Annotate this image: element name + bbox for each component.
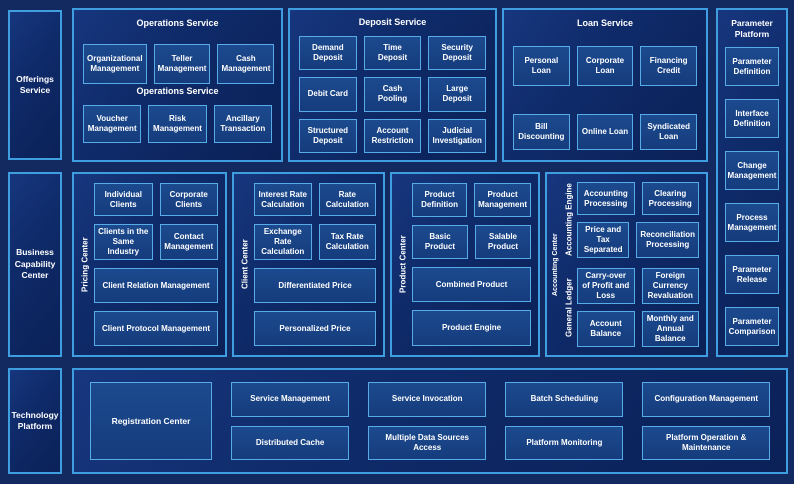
box-large-deposit: Large Deposit xyxy=(428,77,487,112)
box-distributed-cache: Distributed Cache xyxy=(231,425,350,460)
box-change-management: Change Management xyxy=(725,151,779,191)
operations-service-title: Operations Service xyxy=(136,18,219,28)
accounting-engine-group: Accounting Engine Accounting Processing … xyxy=(562,182,699,258)
box-rate-calculation: Rate Calculation xyxy=(318,183,376,217)
box-service-invocation: Service Invocation xyxy=(368,382,487,417)
accounting-center-label: Accounting Center xyxy=(552,233,559,296)
box-exchange-rate-calculation: Exchange Rate Calculation xyxy=(254,224,312,261)
box-risk-management: Risk Management xyxy=(148,105,207,144)
box-account-balance: Account Balance xyxy=(577,311,635,347)
box-individual-clients: Individual Clients xyxy=(94,183,153,217)
operations-service-subtitle: Operations Service xyxy=(136,85,219,96)
box-corporate-clients: Corporate Clients xyxy=(159,183,218,217)
box-parameter-comparison: Parameter Comparison xyxy=(725,307,779,346)
panel-product-center: Product Center Product Definition Produc… xyxy=(390,172,540,357)
box-security-deposit: Security Deposit xyxy=(428,35,487,71)
deposit-service-title: Deposit Service xyxy=(358,17,427,27)
box-service-management: Service Management xyxy=(231,382,350,417)
loan-service-title: Loan Service xyxy=(576,18,634,28)
box-syndicated-loan: Syndicated Loan xyxy=(640,114,698,150)
product-center-label: Product Center xyxy=(398,235,408,294)
rail-business-capability-center-label: Business Capability Center xyxy=(14,247,56,281)
box-clients-in-the-same-industry: Clients in the Same Industry xyxy=(94,224,153,261)
box-multiple-data-sources-access: Multiple Data Sources Access xyxy=(368,425,487,460)
box-carry-over-of-profit-and-loss: Carry-over of Profit and Loss xyxy=(577,268,635,304)
panel-loan-service: Loan Service Personal Loan Corporate Loa… xyxy=(502,8,708,162)
box-accounting-processing: Accounting Processing xyxy=(577,182,635,215)
panel-technology-platform: Registration Center Service Management D… xyxy=(72,368,788,474)
general-ledger-label: General Ledger xyxy=(564,278,574,337)
box-combined-product: Combined Product xyxy=(412,266,531,303)
panel-client-center: Client Center Interest Rate Calculation … xyxy=(232,172,385,357)
box-process-management: Process Management xyxy=(725,203,779,243)
client-center-label: Client Center xyxy=(240,239,250,290)
box-basic-product: Basic Product xyxy=(412,224,468,259)
box-teller-management: Teller Management xyxy=(153,43,211,84)
box-cash-management: Cash Management xyxy=(217,43,275,84)
box-registration-center: Registration Center xyxy=(90,382,212,460)
panel-deposit-service: Deposit Service Demand Deposit Time Depo… xyxy=(288,8,497,162)
pricing-center-label: Pricing Center xyxy=(80,237,90,292)
rail-offerings-service-label: Offerings Service xyxy=(16,73,54,95)
accounting-engine-label: Accounting Engine xyxy=(564,183,574,257)
box-ancillary-transaction: Ancillary Transaction xyxy=(213,105,272,144)
box-product-engine: Product Engine xyxy=(412,310,531,346)
box-interface-definition: Interface Definition xyxy=(725,99,779,139)
box-platform-monitoring: Platform Monitoring xyxy=(505,425,624,460)
box-foreign-currency-revaluation: Foreign Currency Revaluation xyxy=(641,268,699,304)
box-product-definition: Product Definition xyxy=(412,183,468,217)
parameter-platform-title: Parameter Platform xyxy=(731,18,773,40)
rail-technology-platform-label: Technology Platform xyxy=(11,409,59,431)
box-platform-operation-maintenance: Platform Operation & Maintenance xyxy=(642,425,771,460)
box-price-and-tax-separated: Price and Tax Separated xyxy=(577,222,630,258)
box-cash-pooling: Cash Pooling xyxy=(363,77,422,112)
box-personalized-price: Personalized Price xyxy=(254,311,376,346)
box-debit-card: Debit Card xyxy=(299,77,357,112)
rail-technology-platform: Technology Platform xyxy=(8,368,62,474)
box-time-deposit: Time Deposit xyxy=(363,35,422,71)
box-monthly-and-annual-balance: Monthly and Annual Balance xyxy=(641,311,699,347)
box-account-restriction: Account Restriction xyxy=(363,118,422,153)
box-personal-loan: Personal Loan xyxy=(513,45,570,86)
box-demand-deposit: Demand Deposit xyxy=(299,35,357,71)
box-product-management: Product Management xyxy=(474,183,531,217)
general-ledger-group: General Ledger Carry-over of Profit and … xyxy=(562,268,699,347)
box-parameter-release: Parameter Release xyxy=(725,255,779,295)
box-organizational-management: Organizational Management xyxy=(83,43,147,84)
box-online-loan: Online Loan xyxy=(576,114,634,150)
box-judicial-investigation: Judicial Investigation xyxy=(428,118,487,153)
panel-pricing-center: Pricing Center Individual Clients Corpor… xyxy=(72,172,227,357)
box-contact-management: Contact Management xyxy=(159,224,218,261)
box-client-protocol-management: Client Protocol Management xyxy=(94,311,218,346)
box-financing-credit: Financing Credit xyxy=(640,45,698,86)
box-reconciliation-processing: Reconciliation Processing xyxy=(636,222,699,258)
box-structured-deposit: Structured Deposit xyxy=(299,118,357,153)
panel-operations-service: Operations Service Organizational Manage… xyxy=(72,8,283,162)
box-corporate-loan: Corporate Loan xyxy=(576,45,634,86)
rail-offerings-service: Offerings Service xyxy=(8,10,62,160)
box-batch-scheduling: Batch Scheduling xyxy=(505,382,624,417)
box-client-relation-management: Client Relation Management xyxy=(94,268,218,304)
panel-accounting-center: Accounting Center Accounting Engine Acco… xyxy=(545,172,708,357)
box-interest-rate-calculation: Interest Rate Calculation xyxy=(254,183,312,217)
box-bill-discounting: Bill Discounting xyxy=(513,114,570,150)
panel-parameter-platform: Parameter Platform Parameter Definition … xyxy=(716,8,788,357)
box-clearing-processing: Clearing Processing xyxy=(641,182,699,215)
rail-business-capability-center: Business Capability Center xyxy=(8,172,62,357)
box-parameter-definition: Parameter Definition xyxy=(725,47,779,87)
box-differentiated-price: Differentiated Price xyxy=(254,268,376,304)
box-salable-product: Salable Product xyxy=(475,224,531,259)
box-voucher-management: Voucher Management xyxy=(83,105,142,144)
box-tax-rate-calculation: Tax Rate Calculation xyxy=(318,224,376,261)
box-configuration-management: Configuration Management xyxy=(642,382,771,417)
